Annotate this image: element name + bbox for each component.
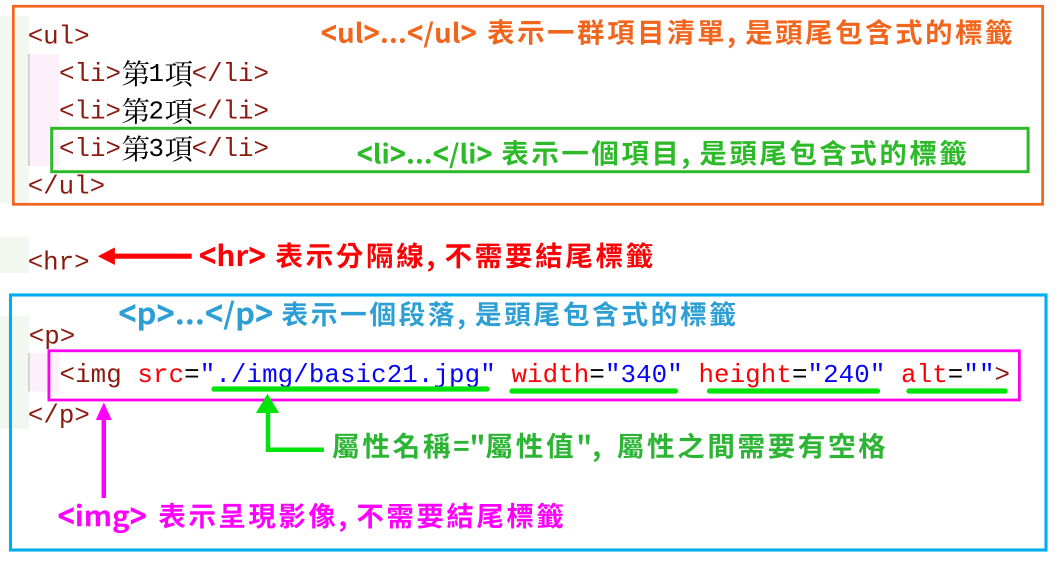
svg-text:3: 3 bbox=[149, 135, 164, 164]
svg-text:width: width bbox=[511, 361, 589, 390]
svg-text:<li>: <li> bbox=[59, 135, 121, 164]
svg-text:<p>: <p> bbox=[29, 323, 75, 352]
svg-text:</li>: </li> bbox=[192, 135, 269, 164]
svg-text:=: = bbox=[792, 361, 808, 390]
svg-text:<img: <img bbox=[60, 361, 122, 390]
svg-text:</p>: </p> bbox=[28, 402, 90, 431]
svg-text:</li>: </li> bbox=[192, 60, 269, 89]
svg-text:<ul>: <ul> bbox=[28, 23, 90, 52]
svg-text:"./img/basic21.jpg": "./img/basic21.jpg" bbox=[200, 361, 496, 390]
svg-text:"": "" bbox=[963, 361, 994, 390]
svg-text:src: src bbox=[137, 361, 184, 390]
svg-text:"340": "340" bbox=[605, 361, 683, 390]
svg-text:=: = bbox=[589, 361, 605, 390]
svg-text:=: = bbox=[948, 361, 964, 390]
svg-text:1: 1 bbox=[149, 60, 164, 89]
svg-text:alt: alt bbox=[901, 361, 948, 390]
svg-text:=: = bbox=[184, 361, 200, 390]
svg-text:>: > bbox=[995, 361, 1011, 390]
svg-text:</li>: </li> bbox=[192, 98, 269, 127]
svg-text:<li>: <li> bbox=[59, 60, 121, 89]
svg-text:2: 2 bbox=[149, 98, 164, 127]
svg-text:"240": "240" bbox=[808, 361, 886, 390]
svg-text:<li>: <li> bbox=[59, 98, 121, 127]
svg-text:<hr>: <hr> bbox=[28, 249, 90, 278]
svg-text:</ul>: </ul> bbox=[28, 173, 105, 202]
svg-text:height: height bbox=[698, 361, 791, 390]
